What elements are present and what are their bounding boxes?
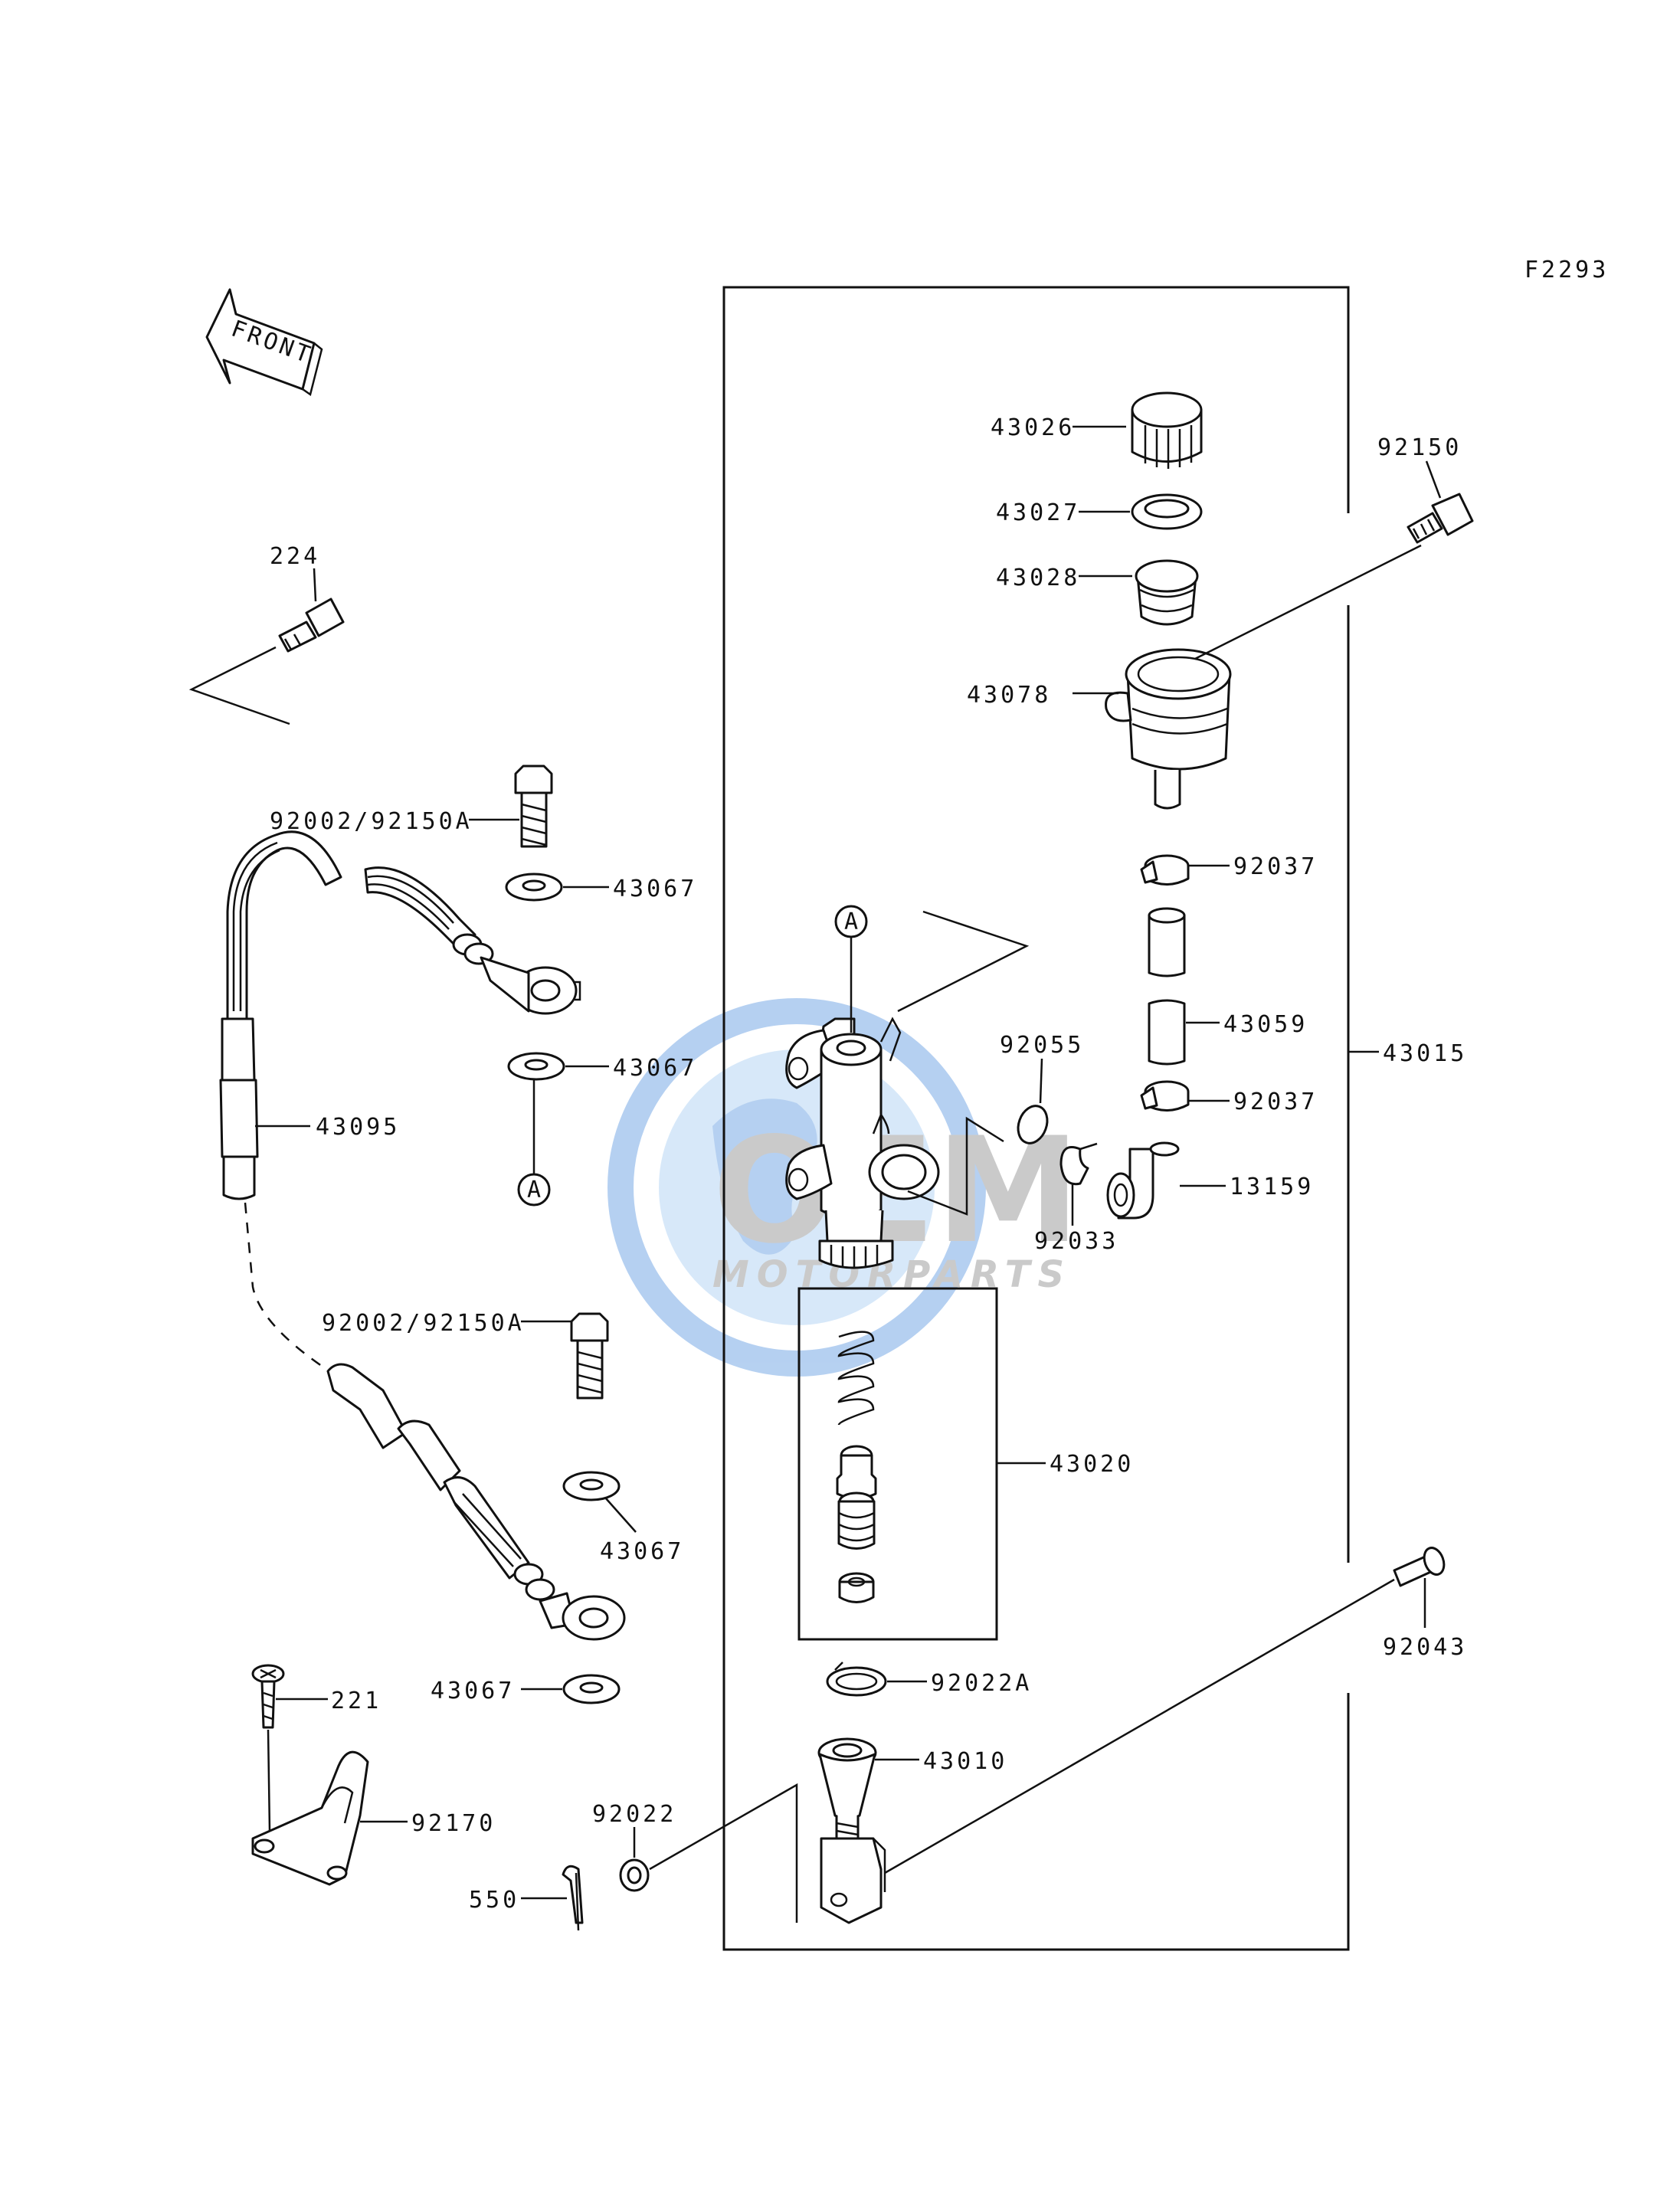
label-92055: 92055 (1000, 1032, 1084, 1059)
reservoir-hose-43059 (1148, 907, 1186, 1066)
label-43067-d: 43067 (431, 1678, 515, 1704)
front-arrow-icon: FRONT (205, 288, 323, 397)
label-92170: 92170 (411, 1810, 496, 1837)
label-43095: 43095 (316, 1114, 400, 1141)
ref-marker-a-left: A (517, 1173, 551, 1207)
label-13159: 13159 (1230, 1174, 1314, 1200)
screw-221 (251, 1664, 285, 1729)
washer-43067-d (562, 1674, 621, 1704)
ref-marker-a-left-text: A (527, 1177, 544, 1203)
label-43015: 43015 (1383, 1040, 1467, 1067)
washer-43067-b (507, 1052, 565, 1081)
clamp-92170 (251, 1750, 369, 1886)
cotter-pin-550 (562, 1865, 584, 1931)
diagram-code: F2293 (1524, 257, 1609, 283)
label-43067-c: 43067 (600, 1538, 684, 1565)
banjo-bolt-92002-lower (570, 1312, 609, 1400)
brake-hose-43095 (219, 830, 581, 1200)
circlip-92022a (826, 1662, 887, 1697)
label-92002-lower: 92002/92150A (322, 1310, 525, 1337)
label-43028: 43028 (996, 565, 1080, 591)
washer-43067-c (562, 1471, 621, 1501)
label-43027: 43027 (996, 499, 1080, 526)
pin-92043 (1393, 1547, 1446, 1587)
label-92022A: 92022A (931, 1670, 1032, 1697)
label-221: 221 (331, 1688, 382, 1714)
ref-marker-a-top: A (834, 905, 868, 938)
label-92037-b: 92037 (1233, 1089, 1318, 1115)
label-43067-b: 43067 (613, 1055, 697, 1082)
bolt-92150 (1407, 493, 1474, 544)
washer-43067-a (505, 873, 563, 902)
o-ring-92055 (1017, 1105, 1049, 1144)
label-92002-top: 92002/92150A (270, 808, 473, 835)
push-rod-43010 (817, 1737, 886, 1924)
piston-kit-43020 (836, 1331, 877, 1603)
brake-hose-lower-end (326, 1363, 626, 1641)
reservoir-43078 (1105, 648, 1232, 810)
bolt-224 (278, 598, 345, 653)
diaphragm-43028 (1135, 559, 1199, 626)
label-550: 550 (469, 1887, 519, 1914)
banjo-bolt-92002-top (514, 765, 553, 848)
label-43059: 43059 (1223, 1011, 1308, 1038)
diaphragm-plate-43027 (1131, 493, 1203, 530)
label-43010: 43010 (923, 1748, 1007, 1775)
label-43020: 43020 (1050, 1451, 1134, 1478)
label-43026: 43026 (991, 414, 1075, 441)
label-43067-a: 43067 (613, 876, 697, 902)
label-224: 224 (270, 543, 320, 570)
label-92037-a: 92037 (1233, 853, 1318, 880)
label-92043: 92043 (1383, 1634, 1467, 1661)
fitting-13159 (1106, 1141, 1180, 1220)
washer-92022 (619, 1858, 650, 1892)
label-92150: 92150 (1377, 434, 1462, 461)
master-cylinder-body (785, 1017, 940, 1269)
ref-marker-a-top-text: A (844, 909, 861, 935)
label-43078: 43078 (967, 682, 1051, 709)
assembly-frame-43015 (722, 286, 1350, 1951)
label-92022: 92022 (592, 1801, 676, 1828)
hose-clamp-92037-a (1140, 854, 1190, 886)
hose-clamp-92037-b (1140, 1080, 1190, 1112)
label-92033: 92033 (1034, 1228, 1118, 1255)
circlip-92033 (1059, 1142, 1098, 1186)
reservoir-cap-43026 (1131, 391, 1203, 469)
